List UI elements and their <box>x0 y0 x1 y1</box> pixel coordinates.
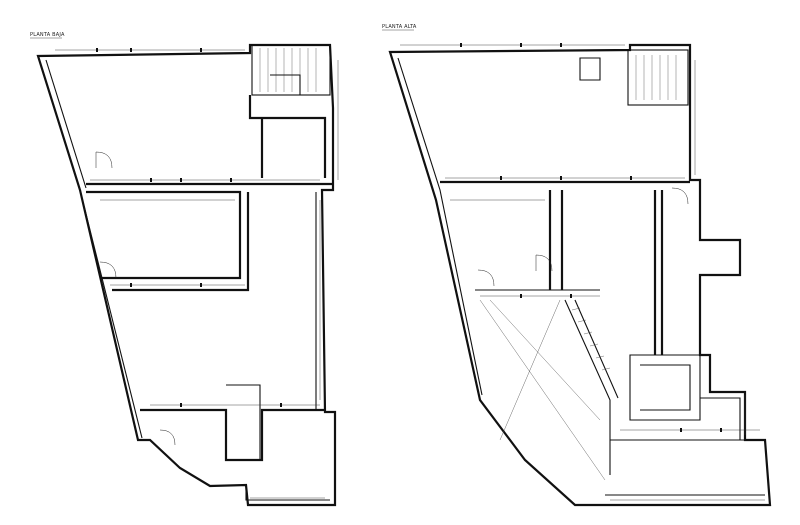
ground-floor-lower-core <box>226 384 261 460</box>
ground-floor-dimension-ticks <box>96 48 282 407</box>
ground-floor-lower-wall <box>140 408 325 462</box>
upper-floor-plan: PLANTA ALTA <box>382 24 772 507</box>
upper-floor-lower-rooms <box>610 397 760 441</box>
ground-floor-stair-treads <box>259 48 317 92</box>
upper-floor-outer-wall <box>388 43 772 507</box>
upper-floor-dimension-ticks <box>460 43 722 432</box>
upper-floor-inner-facade <box>397 57 483 396</box>
upper-floor-door-1 <box>477 269 495 287</box>
ground-floor-door-2 <box>99 261 117 279</box>
ground-floor-stair-block <box>251 44 331 96</box>
upper-floor-void-diagonals <box>479 299 606 481</box>
upper-floor-door-3 <box>671 187 689 205</box>
ground-floor-bottom-room <box>245 485 330 501</box>
ground-floor-middle-room-inner <box>112 192 250 292</box>
upper-floor-stair-treads <box>635 55 677 100</box>
upper-floor-vertical-walls <box>548 190 664 355</box>
ground-floor-upper-room <box>248 95 327 178</box>
ground-floor-door-1 <box>95 151 113 169</box>
upper-floor-small-room <box>579 57 601 81</box>
upper-floor-stair-block <box>627 49 689 106</box>
upper-floor-ramp <box>564 299 619 475</box>
ground-floor-inner-facade <box>45 59 143 439</box>
upper-floor-lower-core <box>629 354 701 421</box>
ground-floor-outer-wall <box>36 43 337 507</box>
ground-floor-middle-room <box>86 190 242 280</box>
ground-floor-stair-landing <box>270 74 301 95</box>
ground-floor-dimensions <box>55 49 339 499</box>
upper-floor-title: PLANTA ALTA <box>382 24 417 30</box>
ground-floor-plan: PLANTA BAJA <box>30 32 339 507</box>
upper-floor-dimensions <box>400 44 765 501</box>
ground-floor-title: PLANTA BAJA <box>30 32 65 38</box>
ground-floor-door-3 <box>159 429 176 446</box>
upper-floor-door-2 <box>535 254 553 272</box>
upper-floor-ramp-steps <box>571 307 611 371</box>
